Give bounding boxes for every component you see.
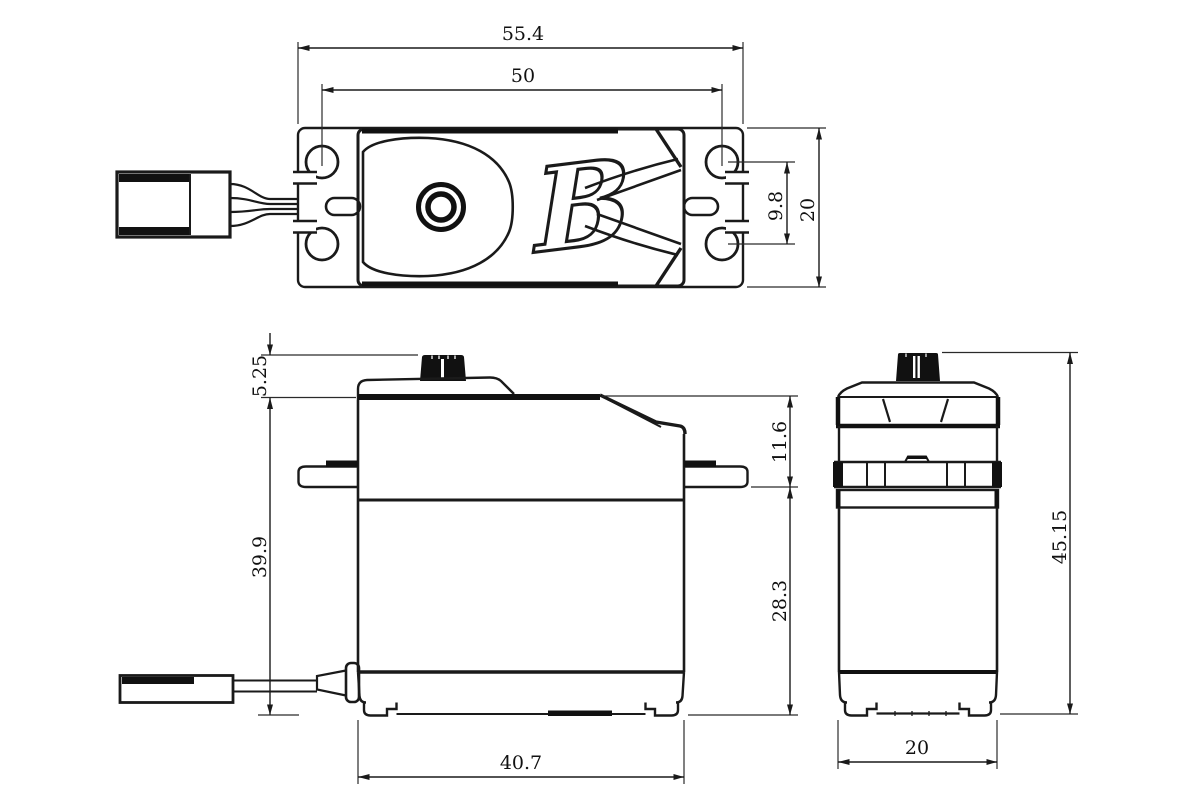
dim-label-28-3: 28.3 [769,580,791,622]
dim-label-55-4: 55.4 [502,23,544,45]
case-foot [362,702,398,717]
brand-logo: B [522,129,644,283]
side-view: 45.15 20 [833,351,1078,769]
dim-label-45-15: 45.15 [1049,510,1071,564]
case-foot [843,702,878,717]
side-top-cap [836,381,1000,398]
dim-top-hole-span: 50 [321,65,723,166]
dim-top-depth: 20 [747,127,826,288]
dim-front-heights: 5.25 39.9 [249,333,418,716]
servo-connector-plug [115,170,232,239]
dim-side-width: 20 [837,720,998,769]
dim-label-11-6: 11.6 [769,421,791,463]
dim-front-flange-position: 11.6 28.3 [602,395,798,716]
dim-label-50: 50 [511,65,535,87]
case-top-cap [356,376,515,400]
case-chamfer-line [654,128,683,168]
side-seam-band [835,488,1000,509]
servo-wires [229,182,298,228]
output-shaft-inner-ring [425,191,457,223]
case-contour-line [596,168,682,202]
dim-label-40-7: 40.7 [500,752,542,774]
mount-slot [324,196,362,217]
case-foot [644,702,680,717]
mount-flange-right [684,465,749,489]
dim-side-overall-height: 45.15 [942,351,1078,715]
dim-top-hole-pitch: 9.8 [728,161,795,245]
dim-top-overall-width: 55.4 [297,23,744,124]
dim-label-9-8: 9.8 [765,191,787,221]
case-contour-line [596,212,682,246]
mount-flange-left [297,465,358,489]
case-foot [958,702,993,717]
flange-rib [326,460,358,467]
side-flange-band [833,460,1002,489]
wire-strain-relief [315,669,347,697]
case-contour-line [584,224,679,257]
flange-rib [684,460,716,467]
dim-label-20-top: 20 [797,198,819,222]
gear-housing-outline [361,136,515,278]
case-contour-line [584,157,679,190]
dim-label-39-9: 39.9 [249,536,271,578]
wire-grommet-collar [344,661,361,704]
dim-label-20-side: 20 [905,737,929,759]
cap-chamfer-edge [599,393,687,435]
brand-logo-letter: B [523,130,641,281]
front-view: 5.25 39.9 11.6 28.3 40.7 [118,333,798,784]
dim-front-body-length: 40.7 [357,720,685,784]
top-view: B 55.4 50 [115,23,826,289]
mount-hole [304,226,340,262]
servo-connector-plug-side [118,674,235,704]
mount-slot [682,196,720,217]
dim-label-5-25: 5.25 [249,355,271,397]
